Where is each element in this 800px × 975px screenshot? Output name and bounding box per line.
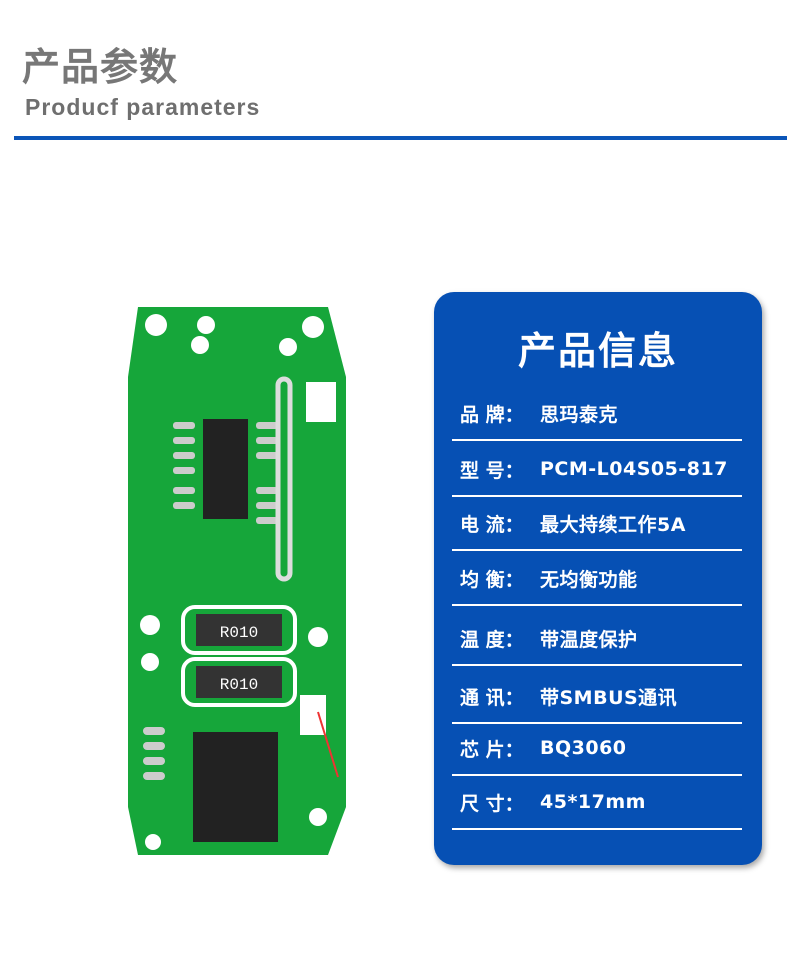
row-value: 无均衡功能 [540, 568, 638, 591]
info-row-temperature: 温 度： 带温度保护 [452, 612, 742, 666]
card-title: 产品信息 [517, 329, 678, 373]
info-row-balance: 均 衡： 无均衡功能 [452, 552, 742, 606]
page-title: 产品参数 [22, 45, 179, 89]
header-divider [14, 136, 787, 140]
product-info-card: 产品信息 品 牌： 思玛泰克 型 号： PCM-L04S05-817 电 流： 最大持… [434, 292, 762, 865]
row-label: 温 度： [460, 628, 524, 651]
row-label: 型 号： [460, 459, 524, 482]
row-label: 品 牌： [460, 403, 524, 426]
row-value: 思玛泰克 [540, 403, 619, 426]
row-value: 最大持续工作5A [540, 513, 686, 536]
pcb-board-image: R010 R010 [128, 307, 346, 855]
row-label: 芯 片： [460, 738, 524, 761]
info-row-chip: 芯 片： BQ3060 [452, 722, 742, 776]
resistor-label: R010 [220, 676, 258, 694]
info-row-brand: 品 牌： 思玛泰克 [452, 387, 742, 441]
info-row-current: 电 流： 最大持续工作5A [452, 497, 742, 551]
info-row-model: 型 号： PCM-L04S05-817 [452, 443, 742, 497]
row-label: 通 讯： [460, 686, 524, 709]
row-label: 尺 寸： [460, 792, 524, 815]
row-value: 带温度保护 [540, 628, 638, 651]
row-value: BQ3060 [540, 737, 627, 759]
info-row-communication: 通 讯： 带SMBUS通讯 [452, 670, 742, 724]
row-label: 均 衡： [460, 568, 524, 591]
row-value: PCM-L04S05-817 [540, 458, 728, 480]
row-value: 带SMBUS通讯 [540, 686, 678, 709]
info-row-size: 尺 寸： 45*17mm [452, 776, 742, 830]
row-label: 电 流： [460, 513, 524, 536]
row-value: 45*17mm [540, 791, 646, 813]
resistor-label: R010 [220, 624, 258, 642]
page-subtitle: Producf parameters [25, 94, 261, 120]
